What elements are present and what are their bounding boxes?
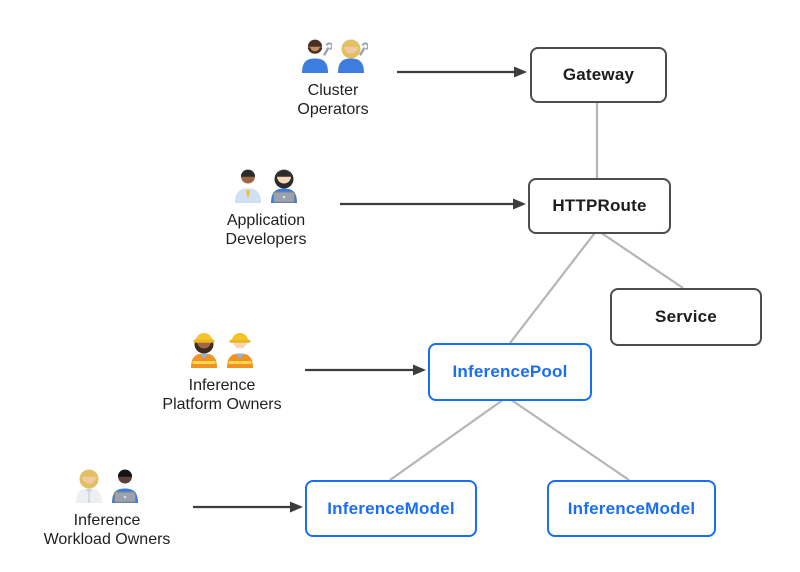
scientist-icon — [72, 463, 106, 508]
service-node: Service — [610, 288, 762, 346]
edge-httproute-inferencepool — [509, 229, 598, 344]
woman-mechanic-icon — [334, 33, 370, 78]
man-construction-worker-icon — [223, 328, 257, 373]
persona-inference-workload-owners: Inference Workload Owners — [32, 468, 182, 549]
persona-label: Cluster Operators — [297, 82, 369, 118]
edge-inferencepool-inferencemodel-right — [506, 396, 630, 481]
inferencepool-label: InferencePool — [452, 362, 568, 381]
edge-httproute-service — [596, 229, 684, 289]
inferencemodel-node-left: InferenceModel — [305, 480, 477, 537]
inferencemodel-node-right: InferenceModel — [547, 480, 716, 537]
persona-label: Inference Workload Owners — [43, 512, 171, 548]
persona-label: Inference Platform Owners — [162, 377, 282, 413]
woman-technologist-icon — [267, 163, 301, 208]
arrow-workload-owners-inferencemodel — [193, 501, 303, 513]
man-technologist-icon — [108, 463, 142, 508]
man-office-worker-icon — [231, 163, 265, 208]
httproute-node: HTTPRoute — [528, 178, 671, 234]
inferencepool-node: InferencePool — [428, 343, 592, 401]
gateway-node: Gateway — [530, 47, 667, 103]
man-mechanic-icon — [298, 33, 334, 78]
httproute-label: HTTPRoute — [552, 196, 647, 215]
application-developers-icons — [231, 168, 301, 208]
inference-platform-owners-icons — [187, 333, 257, 373]
persona-label: Application Developers — [225, 212, 307, 248]
inferencemodel-label: InferenceModel — [327, 498, 455, 518]
inference-workload-owners-icons — [72, 468, 142, 508]
cluster-operators-icons — [298, 38, 370, 78]
arrow-platform-owners-inferencepool — [305, 364, 426, 376]
edge-inferencepool-inferencemodel-left — [389, 396, 508, 481]
persona-inference-platform-owners: Inference Platform Owners — [147, 333, 297, 414]
inferencemodel-label: InferenceModel — [567, 498, 696, 518]
persona-application-developers: Application Developers — [191, 168, 341, 249]
arrow-application-developers-httproute — [340, 198, 526, 210]
service-label: Service — [655, 307, 717, 326]
woman-construction-worker-icon — [187, 328, 221, 373]
arrow-cluster-operators-gateway — [397, 66, 527, 78]
gateway-label: Gateway — [562, 65, 635, 84]
persona-cluster-operators: Cluster Operators — [258, 38, 408, 119]
